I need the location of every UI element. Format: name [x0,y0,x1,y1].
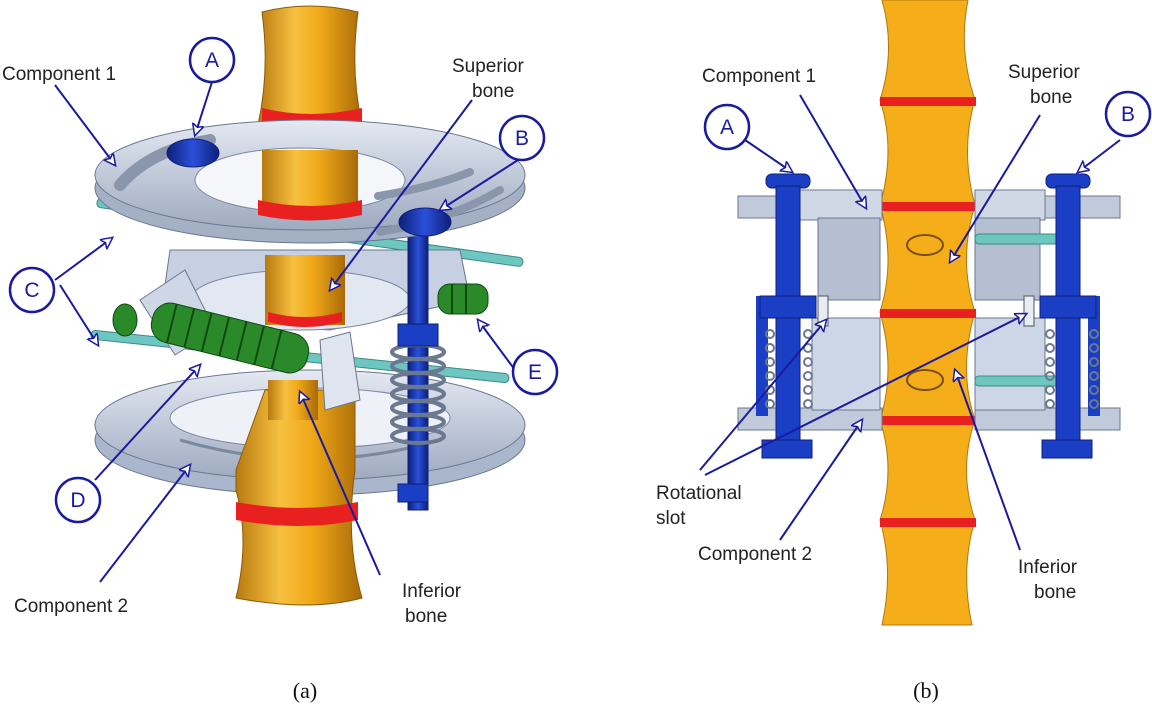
rod-upper-b [974,233,1066,245]
label-inferior-a-1: Inferior [402,581,462,602]
bolt-right-b [1039,173,1097,459]
component-1-ring-a [94,119,526,244]
label-inferior-b-1: Inferior [1018,557,1078,578]
arrows-a [54,81,519,583]
component-1-plate-b [737,189,1121,301]
inferior-bone-a [235,380,363,606]
callout-e-a: E [511,348,559,396]
callout-d-a: D [54,476,102,524]
caption-b: (b) [913,678,939,703]
label-rotational-b-2: slot [656,508,686,529]
spring-left-b [765,329,813,409]
callout-b-b: B [1104,90,1152,138]
callout-b-a: B [498,114,546,162]
bolt-left-b [759,173,817,459]
bolt-head-b [398,207,452,237]
rotational-slot-left [817,295,829,327]
svg-text:B: B [515,127,529,150]
spring-right-b [1045,329,1099,409]
figure-a: A B C D E Component 1 Component 2 Superi… [2,5,559,703]
caption-a: (a) [293,678,317,703]
label-component-1-b: Component 1 [702,66,816,87]
svg-text:B: B [1121,103,1135,126]
label-rotational-b-1: Rotational [656,483,742,504]
bolt-spring-a [390,229,446,511]
svg-text:E: E [528,361,542,384]
label-superior-b-2: bone [1030,87,1072,108]
middle-frame-a [139,249,471,411]
svg-text:D: D [70,489,85,512]
callout-a-b: A [703,103,751,151]
label-component-2-b: Component 2 [698,544,812,565]
bone-column-b [879,0,976,626]
svg-text:A: A [720,116,734,139]
rotational-slot-right [1023,295,1035,327]
label-inferior-a-2: bone [405,606,447,627]
svg-text:A: A [205,49,219,72]
label-superior-a-2: bone [472,81,514,102]
green-spring-e [437,283,489,315]
green-spring-d [112,302,310,374]
label-superior-a-1: Superior [452,56,524,77]
label-component-1-a: Component 1 [2,64,116,85]
figure-b: A B Component 1 Superior bone Rotational… [656,0,1152,703]
label-component-2-a: Component 2 [14,596,128,617]
label-superior-b-1: Superior [1008,62,1080,83]
label-inferior-b-2: bone [1034,582,1076,603]
callout-a-a: A [188,36,236,84]
callout-c-a: C [8,266,56,314]
rod-lower-b [974,375,1066,387]
bolt-head-a [166,138,220,168]
arrows-b [699,94,1121,551]
svg-text:C: C [24,279,39,302]
